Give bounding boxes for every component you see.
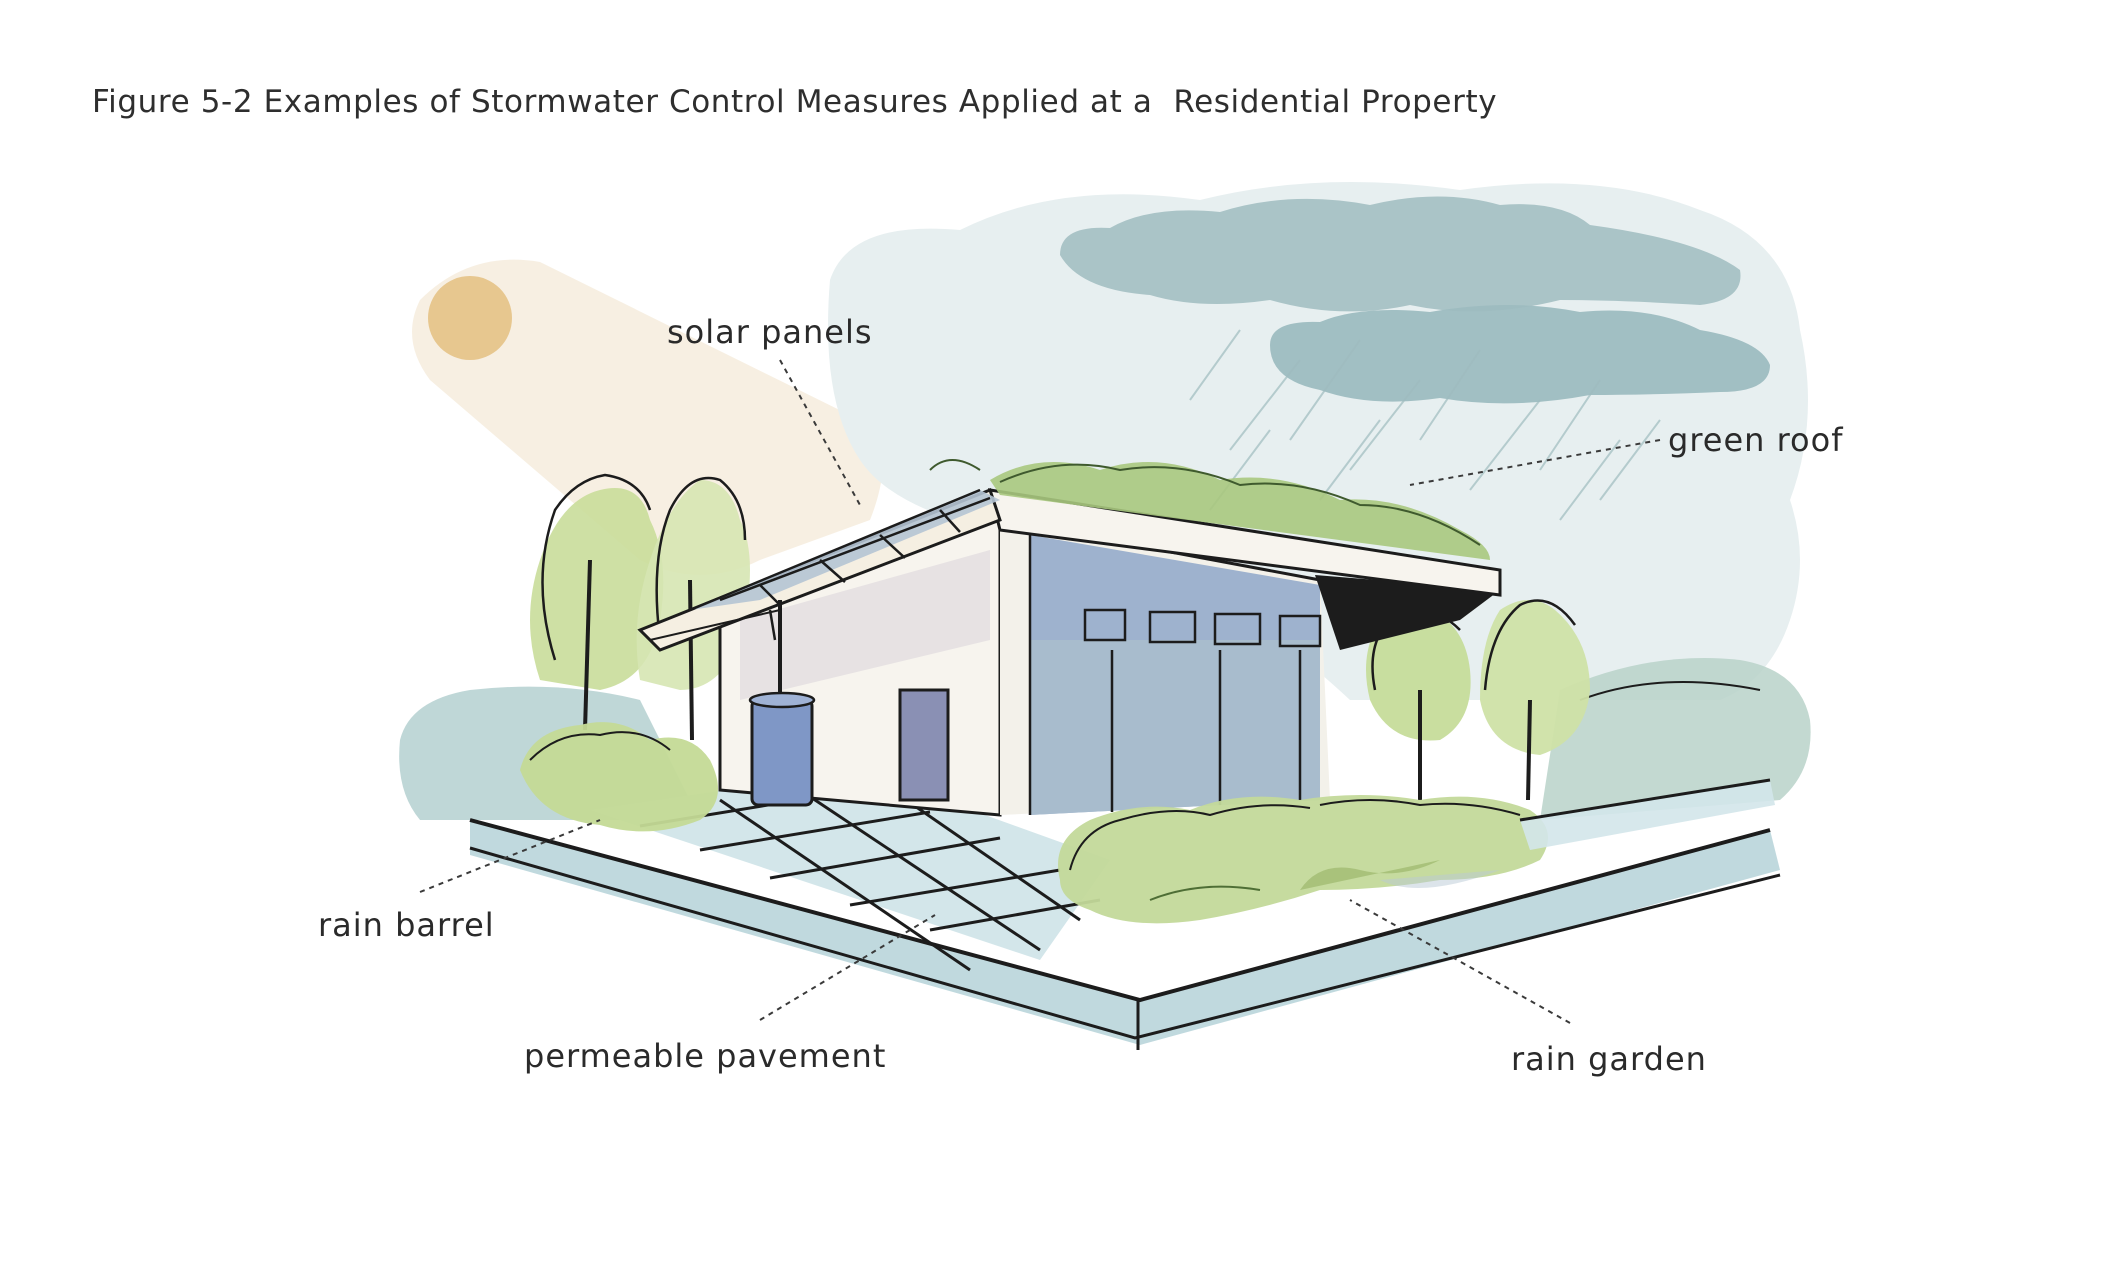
- tree-left-back: [530, 473, 664, 731]
- shrubs-left: [520, 722, 718, 832]
- leader-lines: [419, 359, 1661, 1024]
- sun-glow: [412, 259, 884, 575]
- tree-right-2: [1480, 599, 1590, 801]
- leader-solar: [779, 359, 861, 506]
- storm-clouds: [1060, 196, 1770, 404]
- door: [898, 688, 950, 802]
- label-solar-panels: solar panels: [667, 313, 873, 351]
- leader-garden: [1349, 899, 1571, 1024]
- leader-barrel: [419, 819, 601, 893]
- label-rain-barrel: rain barrel: [318, 906, 495, 944]
- ground-slab: [469, 818, 1781, 1050]
- sun-icon: [428, 276, 512, 360]
- leader-green: [1409, 439, 1661, 486]
- label-rain-garden: rain garden: [1511, 1040, 1707, 1078]
- rain-streaks: [1189, 329, 1661, 521]
- figure-title: Figure 5-2 Examples of Stormwater Contro…: [92, 84, 1498, 120]
- leader-pave: [759, 914, 936, 1021]
- permeable-pavement-tiles: [590, 770, 1110, 972]
- solar-panels: [689, 488, 1000, 612]
- label-permeable-pavement: permeable pavement: [524, 1037, 887, 1075]
- sidewalk-right: [1519, 778, 1775, 850]
- house: [637, 488, 1502, 817]
- label-green-roof: green roof: [1668, 421, 1844, 459]
- rain-barrel: [748, 600, 816, 807]
- green-roof: [929, 459, 1490, 560]
- rain-garden-plants: [1058, 795, 1548, 924]
